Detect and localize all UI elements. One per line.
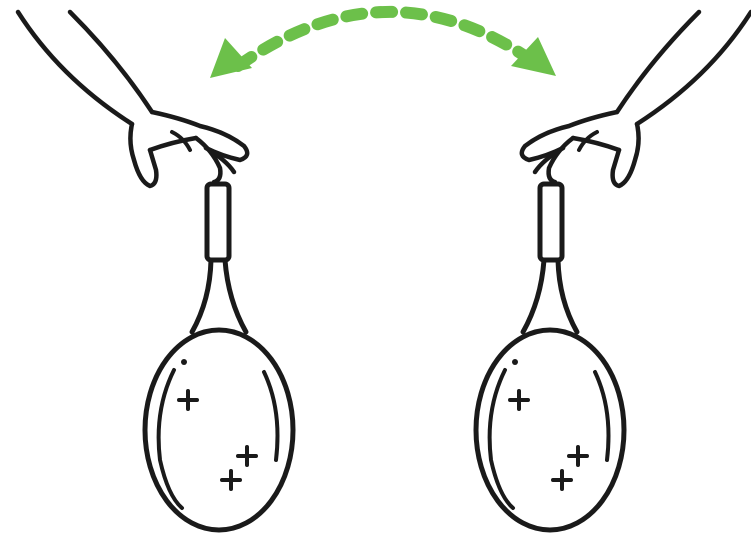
left-racket-icon	[142, 181, 296, 533]
right-racket-icon	[473, 181, 627, 533]
right-hand-racket-group	[473, 9, 751, 533]
left-hand-icon	[15, 9, 250, 189]
right-hand-icon	[519, 9, 751, 189]
swap-arrow-right-head	[511, 37, 556, 76]
left-hand-racket-group	[15, 9, 296, 533]
swap-arrow-left-head	[210, 38, 252, 78]
swap-arrow-dashed-arc	[232, 5, 534, 72]
swap-arrow	[210, 5, 556, 78]
